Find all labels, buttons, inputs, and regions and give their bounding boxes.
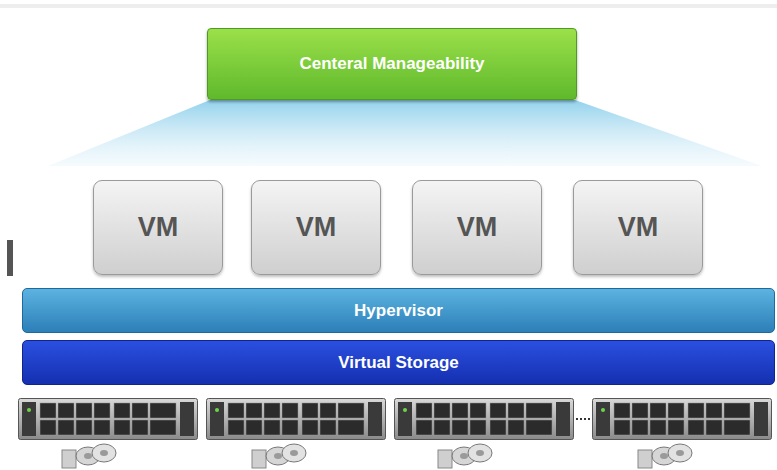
node-label: Centeral Manageability: [299, 54, 484, 74]
hypervisor-band: Hypervisor: [22, 288, 775, 333]
vm-box: VM: [573, 180, 703, 275]
management-box: Centeral Manageability: [207, 28, 577, 100]
node-label: VM: [296, 212, 337, 243]
node-label: VM: [457, 212, 498, 243]
node-label: Hypervisor: [354, 301, 443, 321]
vm-box: VM: [251, 180, 381, 275]
vm-box: VM: [93, 180, 223, 275]
vm-box: VM: [412, 180, 542, 275]
node-label: VM: [618, 212, 659, 243]
node-label: Virtual Storage: [338, 353, 459, 373]
storage-band: Virtual Storage: [22, 340, 775, 385]
node-label: VM: [138, 212, 179, 243]
